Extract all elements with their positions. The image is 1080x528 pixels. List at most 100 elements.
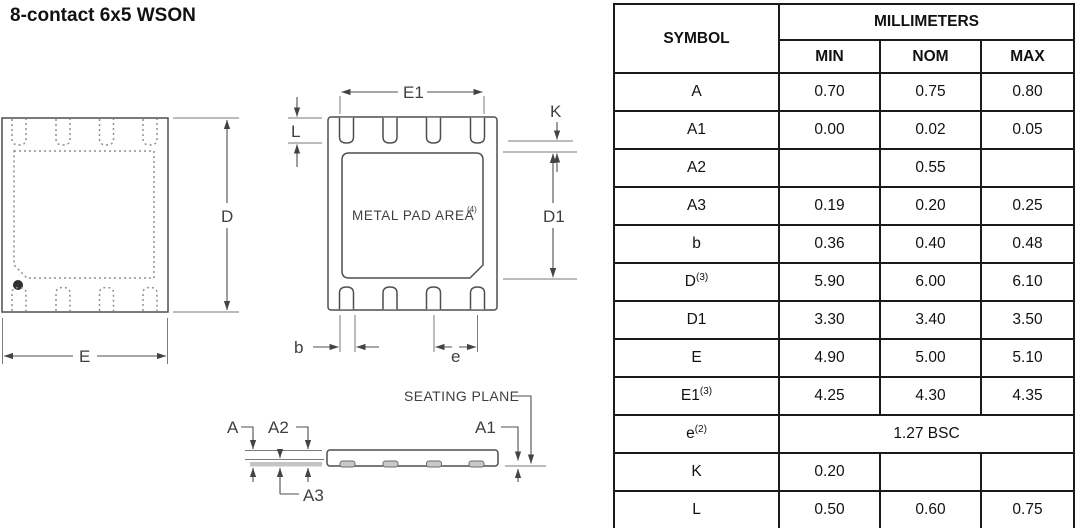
bottom-view-diagram: D E [1,117,239,366]
metal-pad-area-label: METAL PAD AREA [352,208,474,223]
terminals-bottom-row [11,286,158,311]
exposed-pad-outline [13,150,155,279]
max-cell: 6.10 [980,262,1075,302]
symbol-cell: e [686,425,695,443]
table-row: K 0.20 [613,452,1075,492]
symbol-cell: A1 [687,121,706,139]
symbol-cell: D [684,273,696,291]
min-cell: 4.25 [778,376,881,416]
symbol-cell: K [691,463,702,481]
max-cell: 4.35 [980,376,1075,416]
min-header: MIN [778,39,881,74]
symbol-note: (3) [699,386,713,398]
package-outline-drawing: D E [1,83,577,505]
dim-K: K [503,102,577,172]
leadframe-bar [250,462,322,467]
min-cell: 0.19 [778,186,881,226]
min-cell [778,148,881,188]
nom-cell: 0.20 [879,186,982,226]
table-row: E 4.90 5.00 5.10 [613,338,1075,378]
nom-cell [879,452,982,492]
dim-label-D1: D1 [543,207,565,226]
metal-pad-area-outline [341,152,484,279]
symbol-cell: A3 [687,197,706,215]
min-cell: 0.00 [778,110,881,150]
min-cell: 0.70 [778,72,881,112]
nom-cell: 0.55 [879,148,982,188]
nom-cell: 4.30 [879,376,982,416]
package-body-top-view [327,116,498,311]
table-row: A1 0.00 0.02 0.05 [613,110,1075,150]
dim-label-A: A [227,418,239,437]
max-cell [980,148,1075,188]
symbol-cell: A2 [687,159,706,177]
seating-plane-label: SEATING PLANE [404,388,519,404]
table-header-row: SYMBOL MILLIMETERS [613,3,1075,74]
dimensions-table: SYMBOL MILLIMETERS MIN NOM MAX A 0.70 0.… [613,3,1075,528]
dim-label-K: K [550,102,562,121]
dim-label-L: L [291,122,300,141]
table-row: D(3) 5.90 6.00 6.10 [613,262,1075,302]
dim-b: b [294,315,379,357]
symbol-cell: D1 [686,311,707,329]
min-cell: 4.90 [778,338,881,378]
min-cell: 3.30 [778,300,881,340]
table-row: A2 0.55 [613,148,1075,188]
symbol-cell: E [691,349,702,367]
max-cell: 3.50 [980,300,1075,340]
max-header: MAX [980,39,1075,74]
dim-label-e: e [451,347,460,366]
terminals-top-row [11,119,158,146]
nom-header: NOM [879,39,982,74]
max-cell: 0.05 [980,110,1075,150]
dim-e: e [433,315,478,366]
symbol-note: (3) [695,272,709,284]
table-row: E1(3) 4.25 4.30 4.35 [613,376,1075,416]
dim-A2: A2 [268,418,312,482]
min-cell: 0.50 [778,490,881,528]
table-row: L 0.50 0.60 0.75 [613,490,1075,528]
table-row: e(2) 1.27 BSC [613,414,1075,454]
max-cell: 0.75 [980,490,1075,528]
page-title: 8-contact 6x5 WSON [10,5,196,26]
symbol-cell: L [692,501,701,519]
seating-plane: SEATING PLANE [404,388,546,467]
min-cell: 5.90 [778,262,881,302]
dim-label-A2: A2 [268,418,289,437]
height-reference-lines [245,450,324,467]
dim-L: L [288,97,322,167]
dim-A3: A3 [276,448,324,505]
metal-pad-area-note: (4) [467,205,477,214]
dim-D1: D1 [503,153,577,280]
max-cell: 0.48 [980,224,1075,264]
table-row: b 0.36 0.40 0.48 [613,224,1075,264]
table-row: A3 0.19 0.20 0.25 [613,186,1075,226]
terminals-bottom-row [338,286,486,310]
millimeters-header: MILLIMETERS [778,3,1075,41]
min-cell: 0.36 [778,224,881,264]
nom-cell: 0.60 [879,490,982,528]
dim-E1: E1 [339,83,485,114]
max-cell: 5.10 [980,338,1075,378]
nom-cell: 6.00 [879,262,982,302]
dim-label-E: E [79,347,90,366]
nom-cell: 0.40 [879,224,982,264]
table-subheader-row: MIN NOM MAX [614,39,1075,74]
max-cell: 0.25 [980,186,1075,226]
terminals-top-row [338,117,486,144]
dim-A1: A1 [475,418,522,482]
nom-cell: 3.40 [879,300,982,340]
nom-cell: 5.00 [879,338,982,378]
top-view-diagram: METAL PAD AREA (4) E1 L K [288,83,577,366]
max-cell: 0.80 [980,72,1075,112]
dim-D: D [173,117,239,313]
dim-label-E1: E1 [403,83,424,102]
side-view-diagram: A A2 A3 SEATING PLANE [227,388,546,505]
dim-E: E [2,318,168,366]
dim-label-A1: A1 [475,418,496,437]
min-cell: 0.20 [778,452,881,492]
table-row: D1 3.30 3.40 3.50 [613,300,1075,340]
dim-label-A3: A3 [303,486,324,505]
table-row: A 0.70 0.75 0.80 [613,72,1075,112]
